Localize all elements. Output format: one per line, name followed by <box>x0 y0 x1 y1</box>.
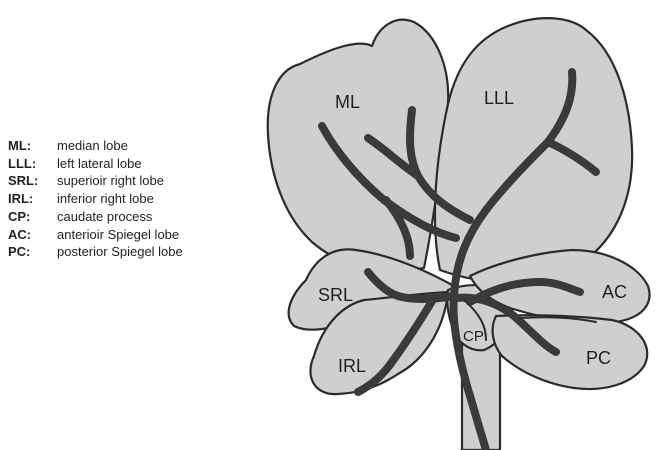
label-ac: AC <box>602 282 627 302</box>
median-lobe-shape <box>268 20 448 271</box>
posterior-spiegel-lobe-shape <box>493 315 648 389</box>
label-ml: ML <box>335 92 360 112</box>
label-srl: SRL <box>318 285 353 305</box>
label-pc: PC <box>586 348 611 368</box>
label-cp: CP <box>463 328 484 345</box>
label-irl: IRL <box>338 356 366 376</box>
label-lll: LLL <box>484 88 514 108</box>
